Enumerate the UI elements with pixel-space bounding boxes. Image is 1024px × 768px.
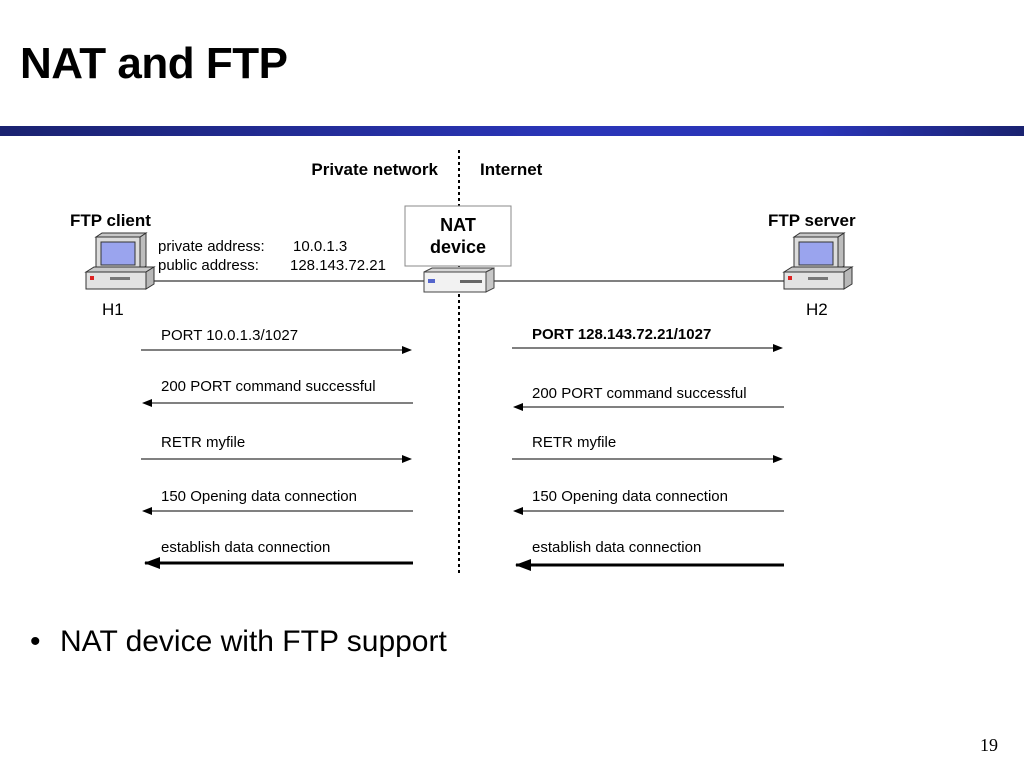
bullet-item: • NAT device with FTP support <box>30 624 447 660</box>
page-number: 19 <box>980 735 998 755</box>
client-public-address-value: 128.143.72.21 <box>290 257 386 274</box>
right-message-retr-label: RETR myfile <box>532 434 616 451</box>
slide-title: NAT and FTP <box>20 39 288 88</box>
bullet-text: NAT device with FTP support <box>60 625 447 658</box>
server-computer-icon <box>782 232 854 290</box>
right-message-port-reply-label: 200 PORT command successful <box>532 385 747 402</box>
server-host-label: H2 <box>806 300 828 319</box>
private-network-label: Private network <box>311 160 438 179</box>
nat-device-box <box>404 205 512 267</box>
internet-label: Internet <box>480 160 543 179</box>
right-message-opening-label: 150 Opening data connection <box>532 488 728 505</box>
client-host-label: H1 <box>102 300 124 319</box>
ftp-client-label: FTP client <box>70 211 151 230</box>
bullet-dot: • <box>30 625 41 658</box>
nat-device-label-line2: device <box>430 237 486 257</box>
left-message-establish-label: establish data connection <box>161 539 330 556</box>
nat-device-label-line1: NAT <box>440 215 476 235</box>
client-computer-icon <box>84 232 156 290</box>
left-message-port-reply-label: 200 PORT command successful <box>161 378 376 395</box>
client-private-address-label: private address: <box>158 238 265 255</box>
ftp-server-label: FTP server <box>768 211 856 230</box>
title-divider-bar <box>0 126 1024 136</box>
right-message-establish-label: establish data connection <box>532 539 701 556</box>
right-message-port-label: PORT 128.143.72.21/1027 <box>532 326 711 343</box>
left-message-retr-label: RETR myfile <box>161 434 245 451</box>
client-public-address-label: public address: <box>158 257 259 274</box>
left-message-opening-label: 150 Opening data connection <box>161 488 357 505</box>
left-message-port-label: PORT 10.0.1.3/1027 <box>161 327 298 344</box>
client-private-address-value: 10.0.1.3 <box>293 238 347 255</box>
router-icon <box>423 267 495 293</box>
